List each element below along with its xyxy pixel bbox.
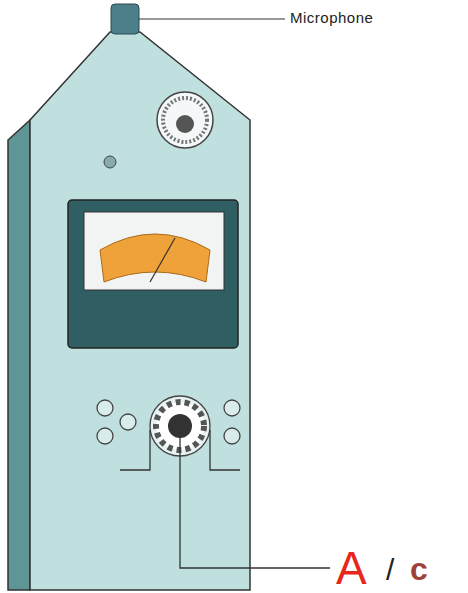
meter-scale bbox=[100, 234, 210, 282]
meter-needle bbox=[150, 238, 175, 282]
leader-line bbox=[139, 18, 285, 19]
meter-window bbox=[84, 212, 224, 290]
small-button bbox=[104, 156, 116, 168]
part-label: Microphone bbox=[290, 10, 373, 25]
meter-side bbox=[8, 120, 30, 590]
display-bezel bbox=[68, 200, 238, 348]
separator: / bbox=[386, 555, 394, 585]
microphone bbox=[111, 4, 139, 34]
weighting-label: A bbox=[336, 545, 367, 591]
leader-line bbox=[180, 432, 330, 568]
range-dial bbox=[157, 92, 213, 148]
weighting-label: c bbox=[410, 553, 428, 585]
meter-body bbox=[30, 32, 250, 590]
